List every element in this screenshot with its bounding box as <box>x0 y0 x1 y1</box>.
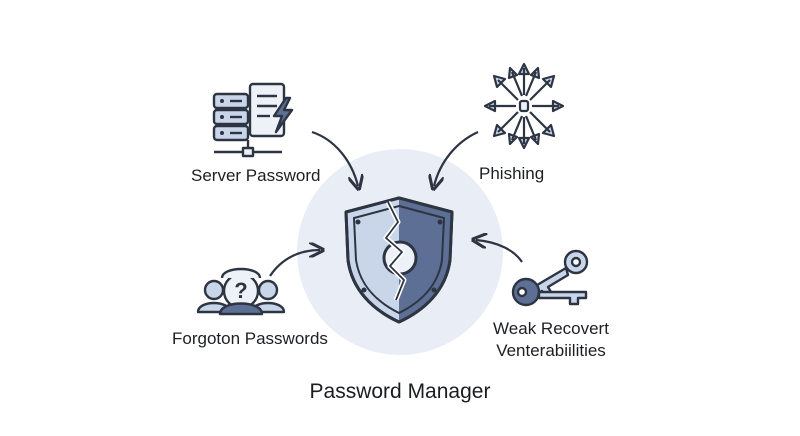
keys-icon <box>511 249 589 307</box>
arrow-phishing <box>434 130 479 186</box>
server-icon <box>212 82 294 158</box>
users-question-icon <box>196 267 286 316</box>
server-password-label: Server Password <box>191 166 321 185</box>
broken-shield-icon <box>344 196 454 324</box>
arrow-forgotten <box>269 250 320 277</box>
phishing-icon <box>483 62 565 150</box>
forgotten-passwords-label: Forgoton Passwords <box>172 329 328 348</box>
question-mark: ? <box>234 278 247 303</box>
arrow-server <box>311 130 358 186</box>
diagram-title: Password Manager <box>309 380 491 403</box>
weak-recovery-line1: Weak Recovert <box>493 319 609 338</box>
phishing-label: Phishing <box>479 164 545 183</box>
arrow-recovery <box>476 240 523 263</box>
weak-recovery-line2: Venterabiilities <box>496 341 606 360</box>
weak-recovery-label: Weak Recovert Venterabiilities <box>486 318 616 362</box>
